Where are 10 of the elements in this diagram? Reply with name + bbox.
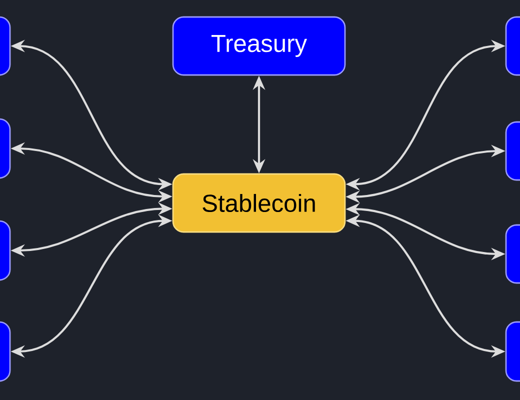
side-box bbox=[0, 321, 11, 382]
side-box bbox=[505, 224, 520, 284]
treasury-box: Treasury bbox=[172, 16, 346, 76]
side-box bbox=[505, 121, 520, 181]
side-box bbox=[505, 321, 520, 382]
stablecoin-box: Stablecoin bbox=[172, 173, 346, 233]
side-box bbox=[0, 118, 11, 179]
side-box bbox=[0, 220, 11, 281]
side-box bbox=[505, 16, 520, 76]
side-box bbox=[0, 16, 11, 76]
